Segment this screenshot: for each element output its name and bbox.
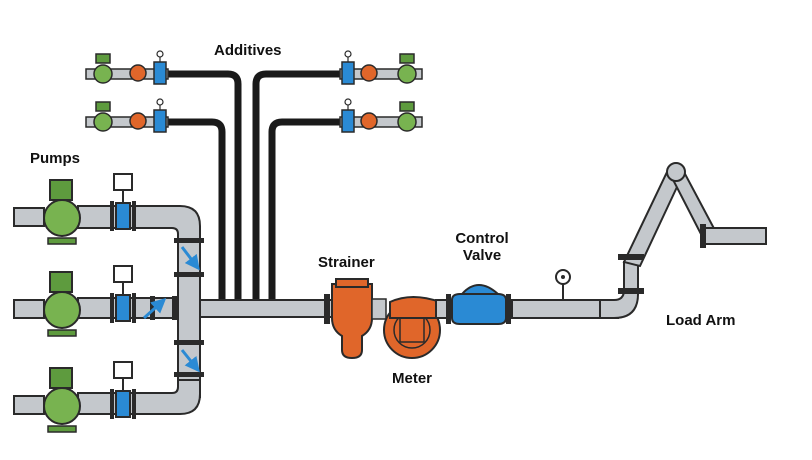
additive-line-4 bbox=[268, 118, 342, 300]
check-valve-icon bbox=[180, 246, 200, 271]
pressure-gauge-icon bbox=[555, 269, 571, 300]
pump-icon bbox=[43, 179, 81, 245]
pump-group bbox=[43, 179, 81, 433]
additive-line-1 bbox=[165, 70, 242, 300]
control-valve-label-line-2: Valve bbox=[462, 247, 502, 264]
pumps-label: Pumps bbox=[30, 150, 81, 167]
valve-icon bbox=[110, 361, 136, 419]
control-valve-label-line-1: Control bbox=[455, 230, 509, 247]
manifold-check-valves bbox=[142, 238, 204, 377]
check-valve-icon bbox=[180, 349, 200, 373]
additives-label: Additives bbox=[214, 42, 282, 59]
pump-3-pipe bbox=[77, 379, 201, 415]
additive-skid-3 bbox=[339, 50, 423, 85]
pump-valves bbox=[110, 173, 136, 419]
strainer-icon bbox=[324, 278, 387, 360]
pump-icon bbox=[43, 271, 81, 337]
additive-line-3 bbox=[252, 70, 342, 300]
check-valve-icon bbox=[142, 297, 167, 320]
additive-skid-2 bbox=[85, 98, 169, 133]
additive-skids bbox=[85, 50, 423, 133]
strainer-label: Strainer bbox=[318, 254, 375, 271]
additive-skid-4 bbox=[339, 98, 423, 133]
pump-1-pipe bbox=[77, 205, 201, 241]
load-arm-label: Load Arm bbox=[666, 312, 736, 329]
additive-line-2 bbox=[165, 118, 226, 300]
pump-icon bbox=[43, 367, 81, 433]
control-valve-label: Control Valve bbox=[444, 230, 520, 264]
additive-skid-1 bbox=[85, 50, 169, 85]
load-arm bbox=[618, 162, 767, 294]
meter-label: Meter bbox=[392, 370, 433, 387]
downstream-pipe bbox=[435, 261, 639, 319]
meter-icon bbox=[383, 296, 441, 359]
control-valve-icon bbox=[446, 284, 511, 325]
valve-icon bbox=[110, 265, 136, 323]
valve-icon bbox=[110, 173, 136, 231]
additive-lines bbox=[165, 70, 342, 300]
